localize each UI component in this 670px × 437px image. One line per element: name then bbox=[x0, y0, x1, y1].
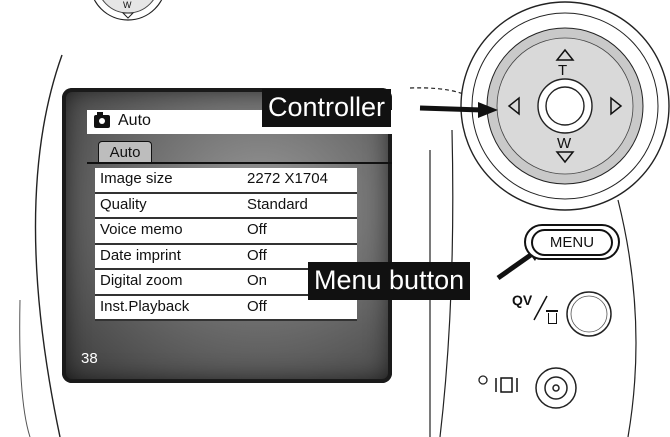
menu-row-quality[interactable]: Quality Standard bbox=[95, 193, 357, 219]
body-left-inner-curve bbox=[19, 299, 31, 437]
menu-row-label: Inst.Playback bbox=[100, 297, 190, 315]
menu-row-label: Quality bbox=[100, 195, 147, 213]
menu-row-image-size[interactable]: Image size 2272 X1704 bbox=[95, 168, 357, 194]
lcd-screen: Auto Auto Image size 2272 X1704 Quality … bbox=[62, 88, 392, 383]
menu-row-value: Off bbox=[247, 246, 267, 264]
menu-row-label: Voice memo bbox=[100, 221, 183, 238]
arrow-left-icon bbox=[507, 96, 520, 116]
trash-icon bbox=[546, 310, 558, 324]
menu-row-label: Image size bbox=[100, 170, 173, 187]
display-icon bbox=[495, 377, 518, 393]
menu-row-label: Date imprint bbox=[100, 246, 181, 264]
arrow-right-icon bbox=[610, 96, 623, 116]
tab-divider bbox=[87, 162, 392, 164]
controller-callout: Controller bbox=[262, 89, 392, 127]
menu-row-inst-playback[interactable]: Inst.Playback Off bbox=[95, 295, 357, 321]
menu-button-label: MENU bbox=[531, 229, 613, 256]
controller-arrow bbox=[419, 102, 498, 118]
controller-bottom-letter: W bbox=[557, 135, 572, 152]
top-dial-letter: W bbox=[123, 0, 132, 10]
controller bbox=[460, 1, 670, 211]
body-far-right-curve bbox=[617, 199, 637, 437]
menu-button-callout: Menu button bbox=[308, 262, 471, 300]
display-small-circle bbox=[478, 375, 488, 385]
qv-slash bbox=[533, 295, 548, 321]
arrow-down-icon bbox=[555, 151, 575, 164]
menu-row-label: Digital zoom bbox=[100, 272, 183, 289]
tab-auto[interactable]: Auto bbox=[98, 141, 152, 163]
body-left-curve bbox=[34, 54, 63, 437]
menu-row-value: 2272 X1704 bbox=[247, 170, 328, 187]
mode-label: Auto bbox=[118, 112, 151, 129]
camera-icon bbox=[94, 112, 110, 128]
menu-row-value: Off bbox=[247, 297, 267, 315]
menu-row-value: Standard bbox=[247, 195, 308, 213]
menu-row-voice-memo[interactable]: Voice memo Off bbox=[95, 219, 357, 245]
controller-leader bbox=[409, 87, 487, 111]
menu-row-value: Off bbox=[247, 221, 267, 238]
qv-label: QV bbox=[512, 292, 533, 308]
top-dial bbox=[93, 0, 163, 21]
page-number: 38 bbox=[81, 350, 98, 367]
menu-row-value: On bbox=[247, 272, 268, 289]
arrow-up-icon bbox=[555, 48, 575, 61]
controller-top-letter: T bbox=[558, 62, 568, 79]
